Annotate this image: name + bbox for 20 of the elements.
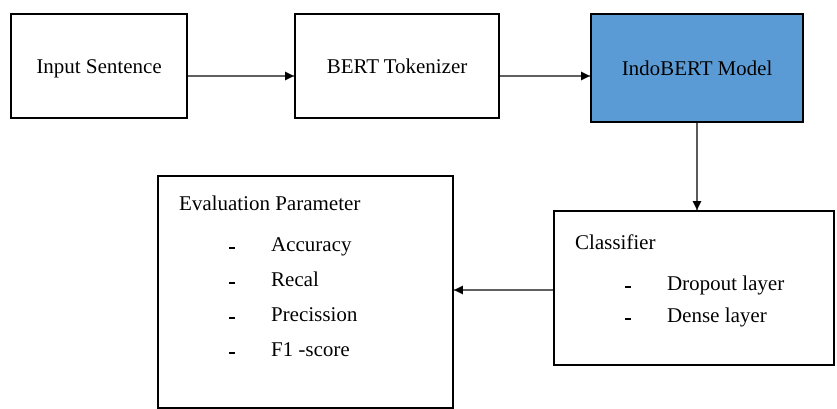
node-label: IndoBERT Model [622,54,772,82]
list-item: Accuracy [271,232,352,257]
list-box [553,210,835,366]
arrow [454,285,553,295]
list-item: Dense layer [667,303,767,328]
node-label: Input Sentence [36,52,162,80]
process-box [590,13,804,123]
list-box [157,175,454,409]
arrow [188,71,294,81]
box-heading: Evaluation Parameter [179,191,360,216]
arrow [692,123,702,210]
arrow [500,71,590,81]
list-item: Recal [271,267,319,292]
process-box [294,13,500,119]
process-box [10,13,188,119]
node-label: BERT Tokenizer [326,52,468,80]
list-item: F1 -score [271,337,350,362]
list-item: Precission [271,302,358,327]
box-heading: Classifier [575,230,656,255]
list-item: Dropout layer [667,271,784,296]
